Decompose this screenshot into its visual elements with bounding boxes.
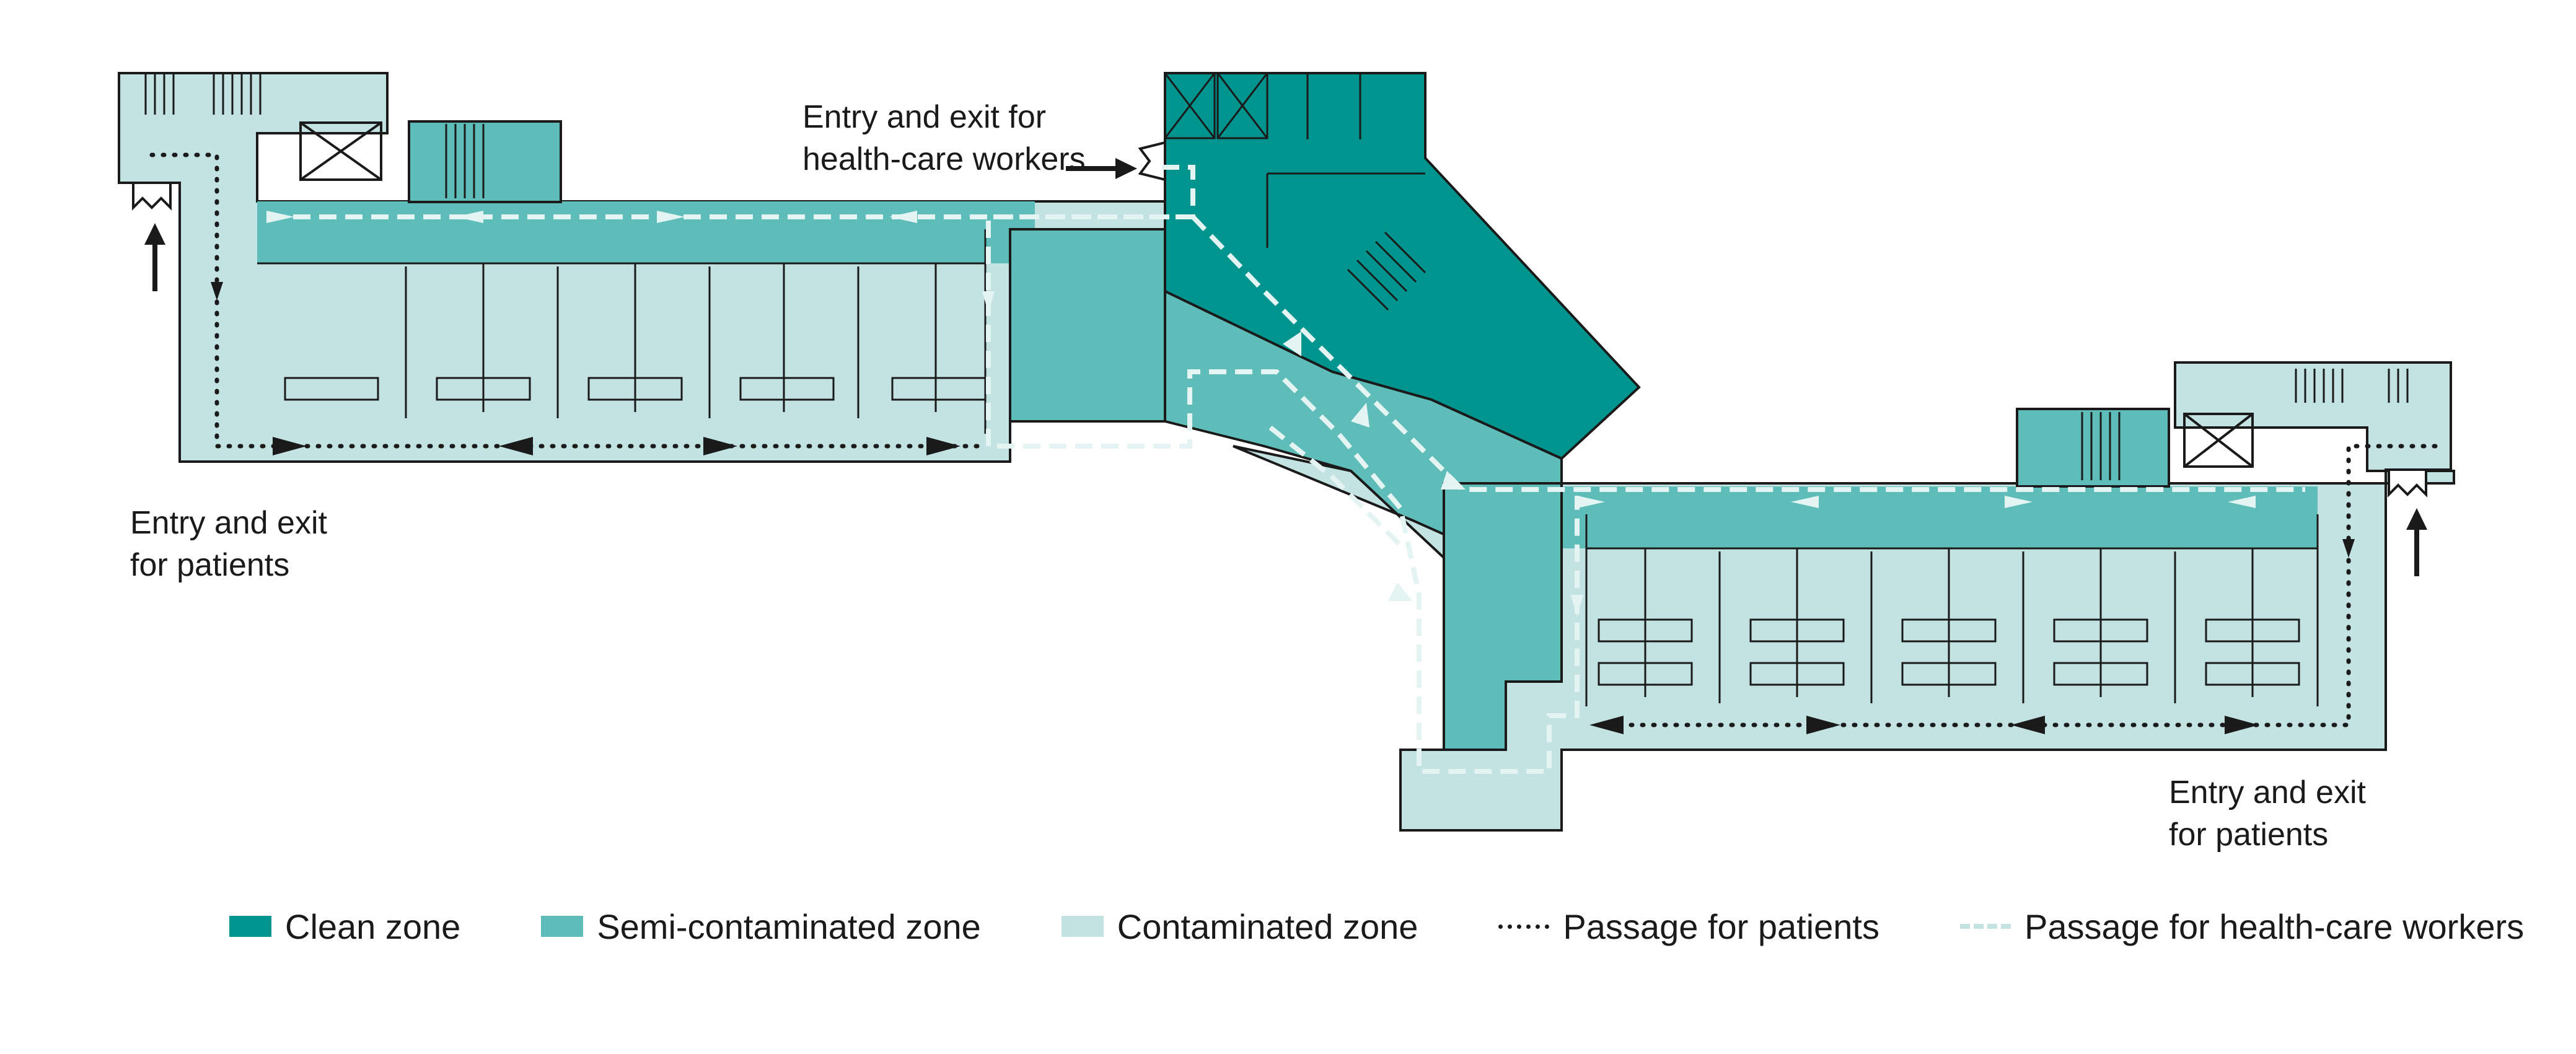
legend-item-semi: Semi-contaminated zone: [541, 907, 981, 947]
stair-hatch-left: [144, 74, 485, 198]
elevator-left-x2: [299, 121, 382, 181]
legend-label: Semi-contaminated zone: [597, 907, 981, 946]
room-walls-right: [1585, 514, 2319, 706]
legend-item-hcw-path: Passage for health-care workers: [1959, 907, 2525, 947]
legend-item-contaminated: Contaminated zone: [1061, 907, 1418, 947]
left-wing: [118, 72, 1166, 463]
swatch-contaminated: [1061, 916, 1104, 937]
semi-block-middle: [1009, 228, 1166, 423]
legend-label: Passage for health-care workers: [2024, 907, 2525, 946]
door-icon-patient-left: [132, 182, 172, 211]
legend-label: Passage for patients: [1563, 907, 1879, 946]
beds-right: [1598, 618, 2300, 686]
line-sample-dotted: [1498, 924, 1550, 929]
arrow-up-icon-left: [144, 223, 165, 291]
clean-elevators: [1164, 72, 1425, 248]
room-walls-left: [257, 229, 987, 434]
semi-corridor-right: [1444, 486, 2318, 548]
label-patient-entry-left: Entry and exit for patients: [130, 505, 327, 583]
hcw-arrows: [266, 211, 2256, 617]
legend-label: Clean zone: [285, 907, 461, 946]
elevator-right-x2: [2183, 413, 2254, 468]
semi-stair-left: [408, 120, 562, 203]
swatch-clean: [229, 916, 271, 937]
label-patient-entry-right: Entry and exit for patients: [2169, 775, 2366, 853]
clean-stairs: [1347, 231, 1426, 311]
hcw-path: [266, 165, 2305, 774]
beds-left: [284, 377, 987, 401]
legend-item-patient-path: Passage for patients: [1498, 907, 1879, 947]
legend-item-clean: Clean zone: [229, 907, 460, 947]
label-hcw-entry: Entry and exit for health-care workers: [802, 99, 1086, 177]
semi-corridor-left: [257, 201, 1035, 263]
arrow-up-icon-right: [2406, 508, 2427, 576]
elevator-left: [299, 121, 382, 181]
patient-arrows: [211, 282, 2355, 734]
door-icon-patient-right: [2388, 468, 2427, 498]
door-icon-hcw: [1138, 141, 1166, 182]
swatch-semi: [541, 916, 584, 937]
line-sample-dashed: [1959, 924, 2011, 929]
elevator-right: [2183, 413, 2254, 468]
stair-hatch-right: [2081, 369, 2409, 480]
arrow-icon-hcw: [1066, 158, 1137, 179]
semi-block-right: [1443, 482, 1563, 751]
legend: Clean zone Semi-contaminated zone Contam…: [229, 902, 2524, 951]
semi-stair-right: [2016, 408, 2170, 488]
right-wing: [1399, 361, 2455, 832]
legend-label: Contaminated zone: [1117, 907, 1418, 946]
